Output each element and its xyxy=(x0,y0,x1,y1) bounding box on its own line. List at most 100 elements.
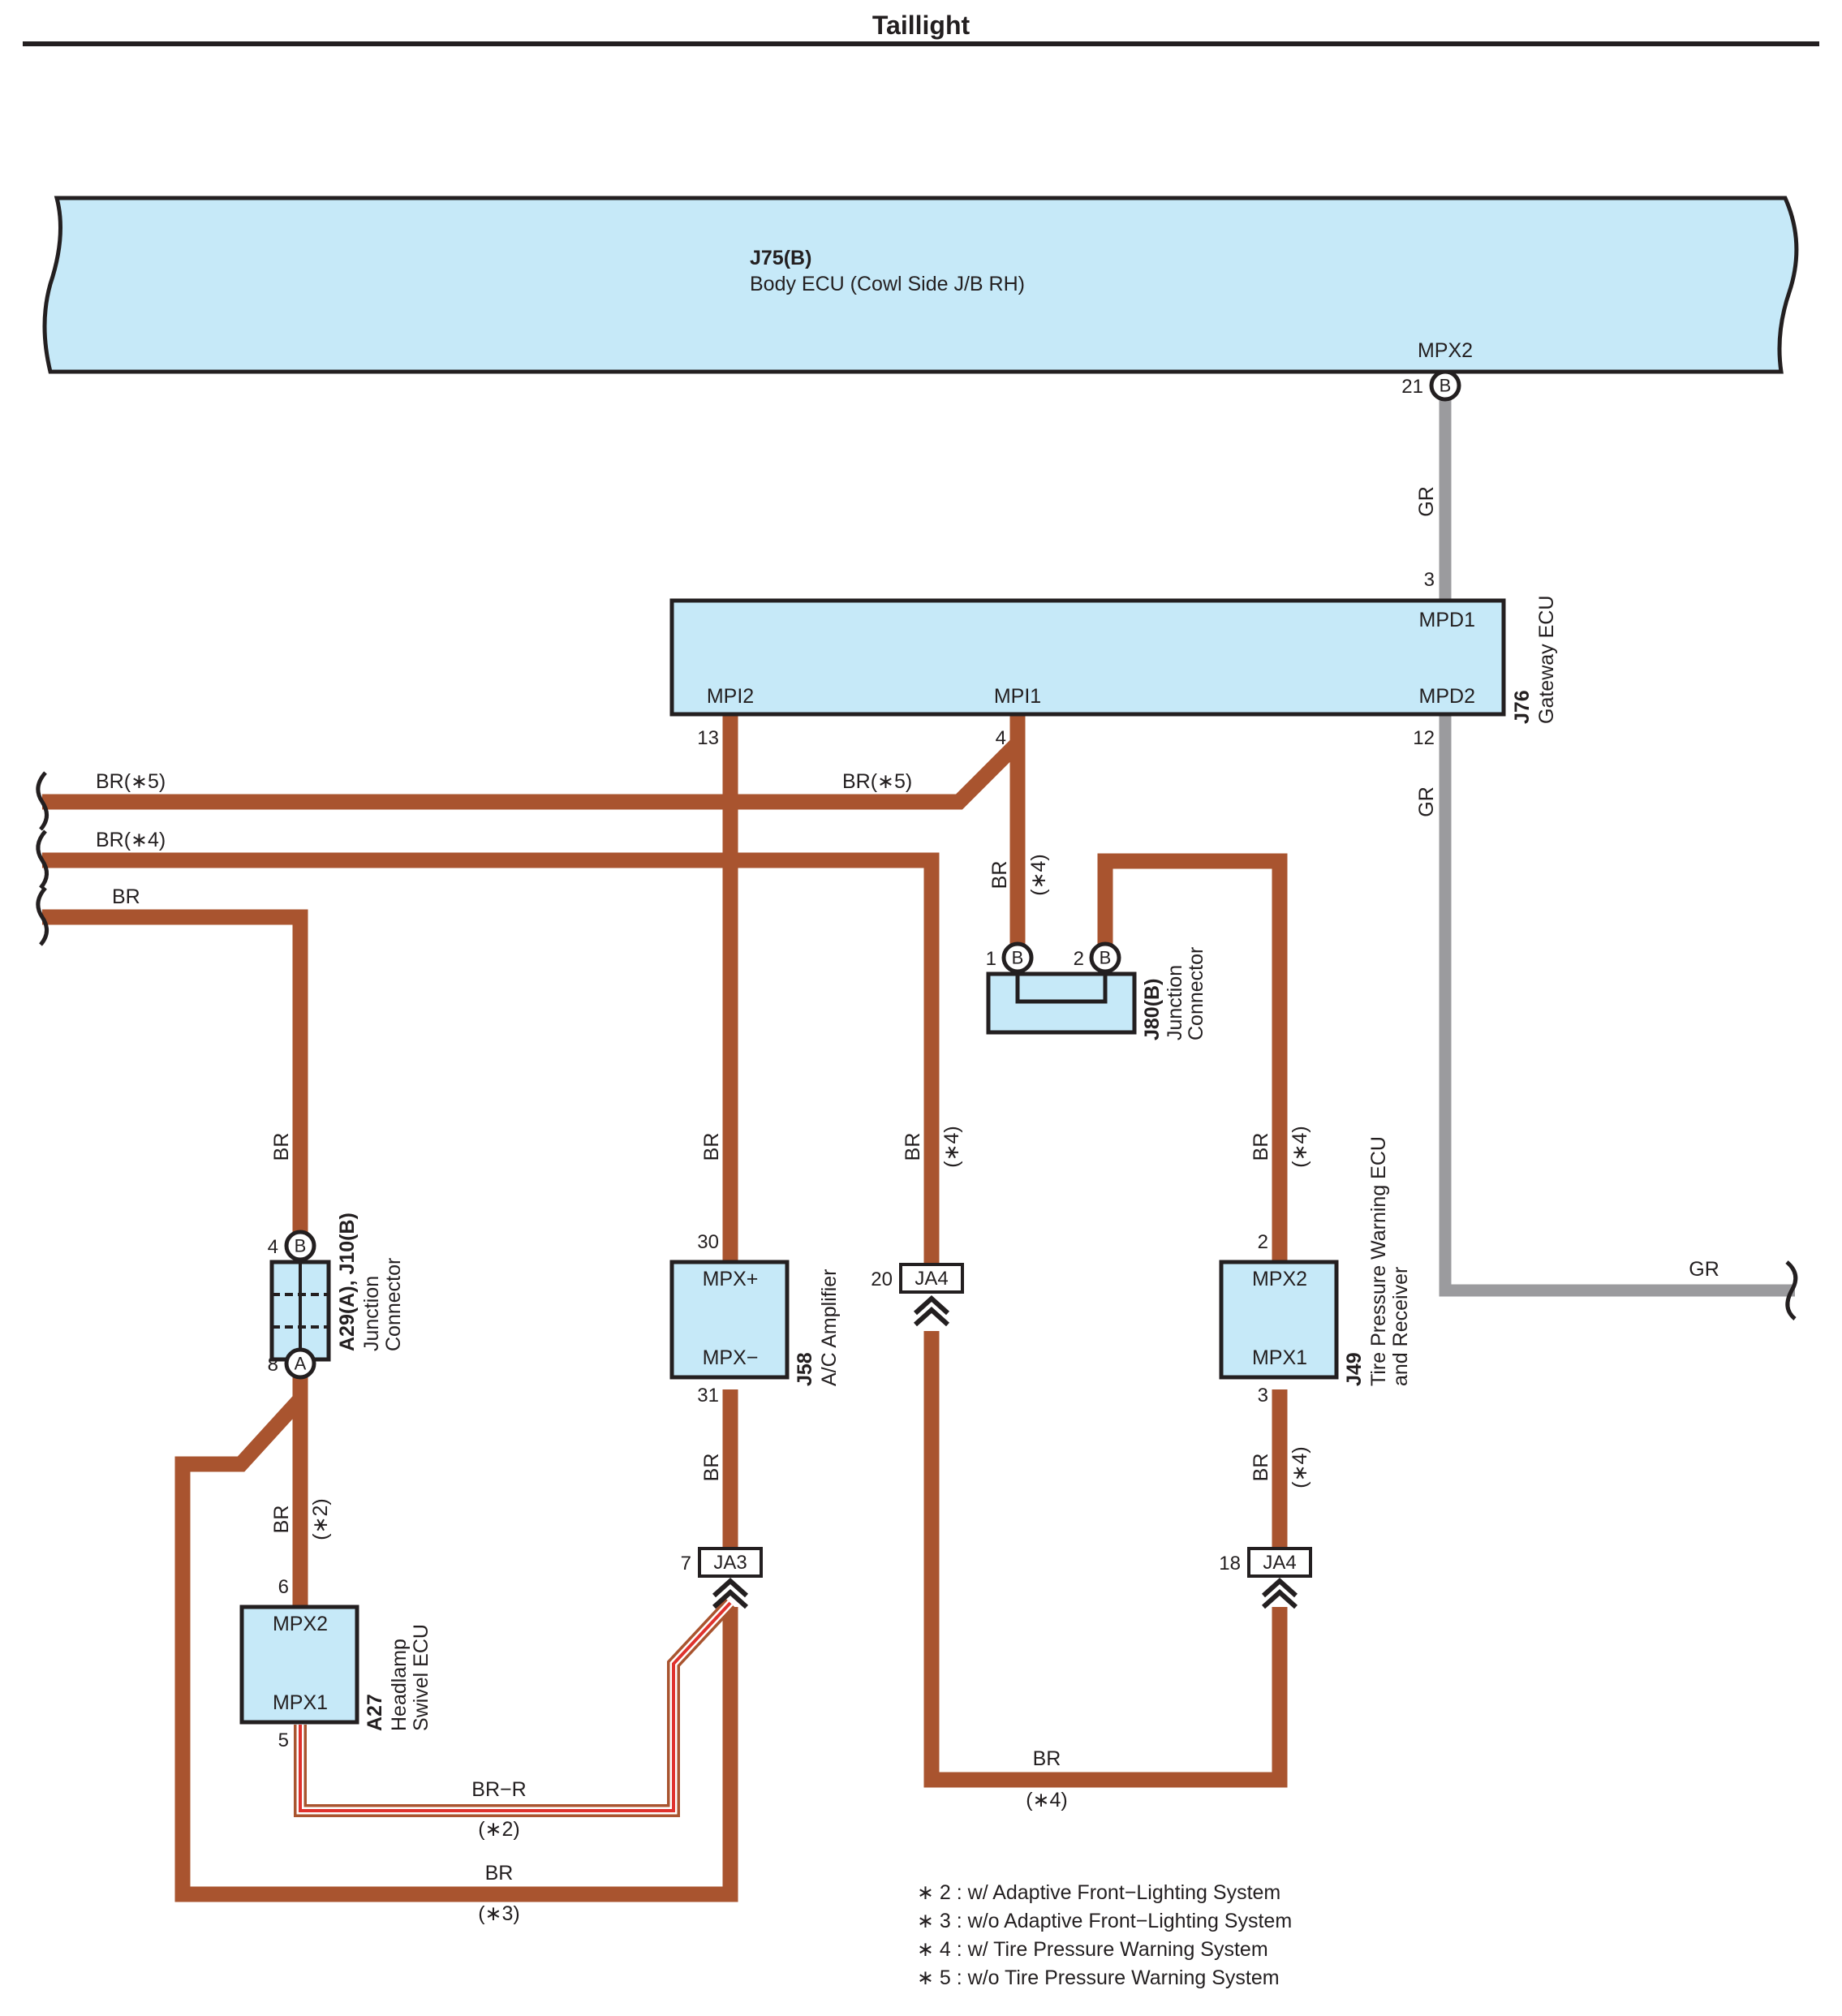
tpms-pin-3: 3 xyxy=(1258,1385,1268,1406)
ja4-lower-pin: 18 xyxy=(1219,1553,1241,1574)
wire-label-gr-1: GR xyxy=(1415,486,1438,517)
inline-connector-ja4-upper xyxy=(899,1263,964,1327)
a29-pin-8: 8 xyxy=(268,1354,278,1376)
tpms-name2: and Receiver xyxy=(1389,1267,1412,1386)
wire-br-n4 xyxy=(42,852,940,1278)
break-gr-right xyxy=(1785,1260,1798,1320)
body-ecu-pin-21: 21 xyxy=(1401,376,1423,398)
a29-top-conn-label: B xyxy=(295,1236,307,1256)
wire-label-br-n5-right: BR(∗5) xyxy=(842,770,912,793)
footnote-5: ∗ 5 : w/o Tire Pressure Warning System xyxy=(917,1966,1280,1989)
j80-pin1-connector xyxy=(1001,941,1034,974)
wire-label-n2-bottom: (∗2) xyxy=(478,1818,520,1841)
wire-br-n5 xyxy=(42,738,1023,810)
body-ecu-name: Body ECU (Cowl Side J/B RH) xyxy=(750,273,1025,295)
page-title: Taillight xyxy=(872,11,970,40)
j80-pin2: 2 xyxy=(1074,948,1084,970)
j80-id: J80(B) xyxy=(1141,979,1164,1040)
ac-amp-pin-31: 31 xyxy=(697,1385,719,1406)
gateway-ecu-id: J76 xyxy=(1511,690,1534,724)
ja4-upper-label: JA4 xyxy=(915,1268,948,1290)
wire-br-r xyxy=(294,1598,735,1817)
footnote-2: ∗ 2 : w/ Adaptive Front−Lighting System xyxy=(917,1881,1280,1904)
gateway-terminal-mpd2: MPD2 xyxy=(1419,685,1475,708)
gateway-terminal-mpi2: MPI2 xyxy=(707,685,754,708)
gateway-ecu-name: Gateway ECU xyxy=(1535,596,1558,724)
wire-label-n3-bottom: (∗3) xyxy=(478,1902,520,1925)
ac-amp-terminal-plus: MPX+ xyxy=(703,1268,759,1290)
wire-label-br-ac: BR xyxy=(700,1133,723,1161)
ja4-lower-label: JA4 xyxy=(1263,1552,1296,1574)
a29-top-connector xyxy=(284,1230,316,1262)
tpms-pin-2: 2 xyxy=(1258,1231,1268,1253)
headlamp-terminal-mpx1: MPX1 xyxy=(273,1691,328,1714)
junction-j80 xyxy=(986,958,1137,1035)
tpms-name1: Tire Pressure Warning ECU xyxy=(1367,1136,1390,1386)
inline-connector-ja3 xyxy=(698,1547,763,1609)
wire-label-gr-2: GR xyxy=(1415,786,1438,817)
wire-label-br-tpms: BR xyxy=(1250,1133,1272,1161)
body-ecu-connector-b xyxy=(1429,369,1461,402)
wire-label-br-n4: BR(∗4) xyxy=(96,829,166,851)
ja3-label: JA3 xyxy=(713,1552,747,1574)
headlamp-pin-6: 6 xyxy=(278,1576,289,1598)
wire-label-br-loop: BR xyxy=(1033,1747,1061,1770)
wire-label-br-n5-left: BR(∗5) xyxy=(96,770,166,793)
wire-label-br-ja3: BR xyxy=(700,1454,723,1482)
break-left xyxy=(36,771,49,946)
wire-label-n4-mpi1: (∗4) xyxy=(1027,854,1050,896)
a29-bottom-conn-label: A xyxy=(295,1354,307,1374)
wire-br-n3 xyxy=(174,1394,738,1902)
inline-connector-ja4-lower xyxy=(1247,1547,1312,1609)
j80-pin1: 1 xyxy=(986,948,996,970)
gateway-terminal-mpd1: MPD1 xyxy=(1419,609,1475,631)
junction-a29 xyxy=(269,1260,331,1362)
wire-label-br: BR xyxy=(112,885,140,908)
j80-name2: Connector xyxy=(1185,947,1207,1040)
footnotes: ∗ 2 : w/ Adaptive Front−Lighting System … xyxy=(917,1881,1292,1989)
ac-amp-id: J58 xyxy=(794,1352,816,1386)
ac-amp-name: A/C Amplifier xyxy=(818,1269,841,1386)
wire-label-br-a29: BR xyxy=(270,1133,293,1161)
wire-label-br-ja4-lower: BR xyxy=(1250,1454,1272,1482)
gateway-pin-3: 3 xyxy=(1424,569,1435,591)
tpms-id: J49 xyxy=(1343,1352,1366,1386)
ac-amp-box xyxy=(669,1260,790,1380)
ja3-pin: 7 xyxy=(681,1553,691,1574)
headlamp-box xyxy=(239,1605,359,1725)
gateway-pin-13: 13 xyxy=(697,727,719,749)
wire-label-br-r: BR−R xyxy=(471,1778,526,1801)
a29-bottom-connector xyxy=(284,1347,316,1380)
j80-pin1-conn-label: B xyxy=(1012,948,1024,968)
wire-label-n2-headlamp: (∗2) xyxy=(309,1498,332,1540)
headlamp-terminal-mpx2: MPX2 xyxy=(273,1613,328,1635)
body-ecu-connector-label: B xyxy=(1440,376,1452,396)
wire-br-ja4-loop xyxy=(923,1331,1288,1788)
gateway-ecu-box xyxy=(669,598,1506,717)
headlamp-id: A27 xyxy=(364,1694,386,1731)
a29-name1: Junction xyxy=(360,1276,383,1351)
j80-pin2-conn-label: B xyxy=(1100,948,1112,968)
wire-gr-gateway-out xyxy=(1439,714,1795,1297)
a29-pin-4: 4 xyxy=(268,1236,278,1258)
ac-amp-terminal-minus: MPX− xyxy=(703,1346,759,1369)
tpms-terminal-mpx2: MPX2 xyxy=(1252,1268,1307,1290)
headlamp-name1: Headlamp xyxy=(388,1639,411,1731)
body-ecu-box xyxy=(42,196,1799,374)
footnote-4: ∗ 4 : w/ Tire Pressure Warning System xyxy=(917,1938,1268,1961)
headlamp-pin-5: 5 xyxy=(278,1730,289,1751)
a29-id: A29(A), J10(B) xyxy=(336,1213,359,1351)
ac-amp-pin-30: 30 xyxy=(697,1231,719,1253)
tpms-terminal-mpx1: MPX1 xyxy=(1252,1346,1307,1369)
wire-label-br-ja4: BR xyxy=(902,1133,924,1161)
gateway-pin-12: 12 xyxy=(1413,727,1435,749)
wire-label-br-headlamp: BR xyxy=(270,1506,293,1534)
wire-label-br-mpi1: BR xyxy=(988,861,1011,890)
tpms-box xyxy=(1219,1260,1339,1380)
gateway-terminal-mpi1: MPI1 xyxy=(994,685,1041,708)
body-ecu-id: J75(B) xyxy=(750,247,811,269)
wire-label-n4-tpms: (∗4) xyxy=(1289,1126,1311,1168)
footnote-3: ∗ 3 : w/o Adaptive Front−Lighting System xyxy=(917,1910,1292,1932)
ja4-upper-pin: 20 xyxy=(871,1269,893,1290)
